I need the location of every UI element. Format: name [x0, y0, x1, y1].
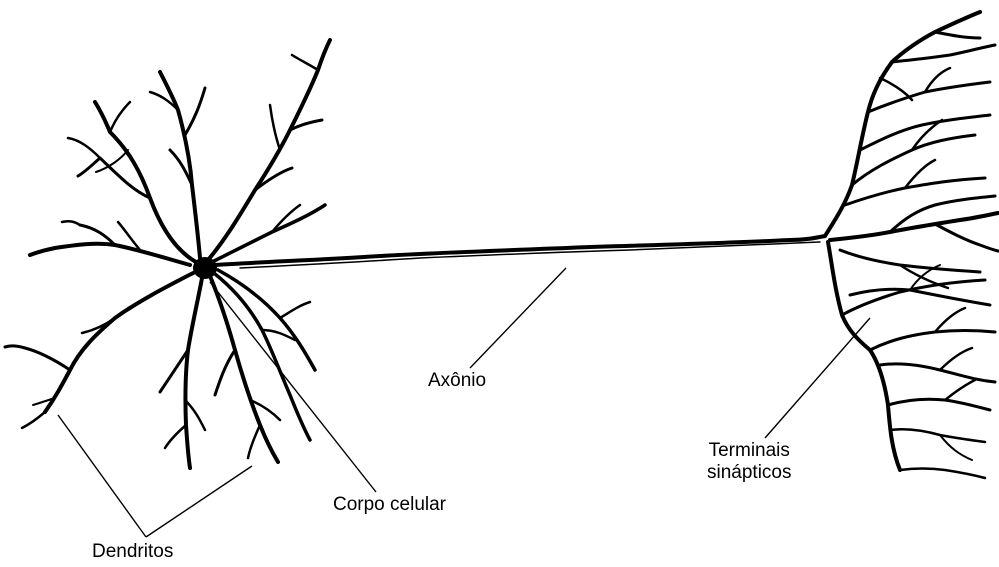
leader-lines: [58, 268, 870, 537]
cell-body: [193, 257, 217, 279]
label-cell-body: Corpo celular: [333, 494, 446, 516]
dendrites: [5, 40, 330, 468]
label-synaptic-terminals: Terminais sinápticos: [707, 440, 792, 484]
label-terminals-line1: Terminais: [707, 440, 792, 462]
synaptic-terminals: [825, 12, 998, 478]
label-axon: Axônio: [428, 370, 486, 392]
label-terminals-line2: sinápticos: [707, 462, 792, 484]
axon: [215, 236, 825, 268]
label-dendrites: Dendritos: [92, 541, 173, 563]
